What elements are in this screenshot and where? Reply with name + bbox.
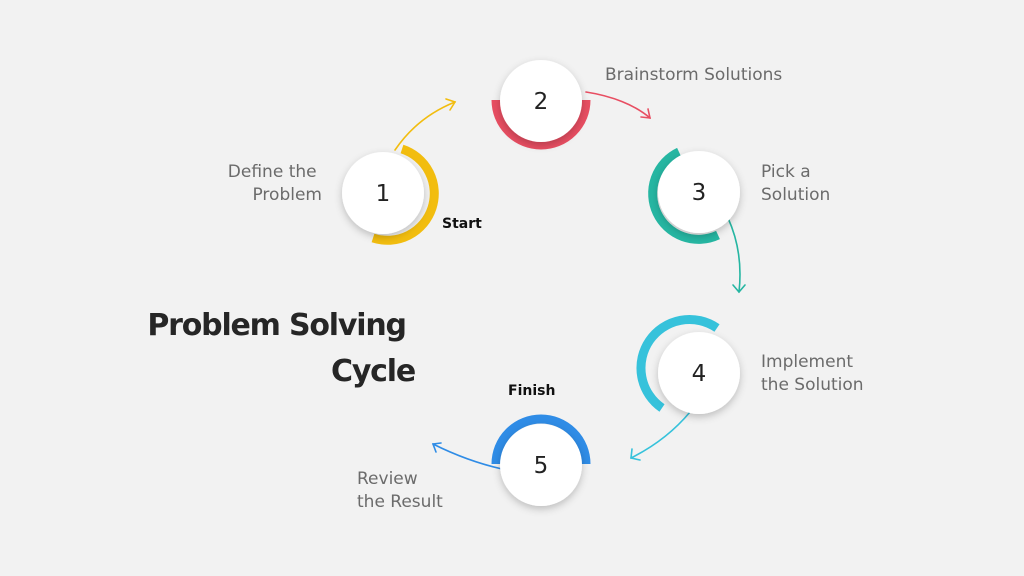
step-4: 4 (636, 314, 740, 414)
step-4-circle (658, 332, 740, 414)
start-label: Start (442, 216, 482, 232)
step-5-label-line1: Review (357, 469, 418, 489)
step-1-label: Define the Problem (228, 162, 322, 205)
step-3-label-line1: Pick a (761, 162, 811, 182)
step-2: 2 (491, 60, 591, 150)
step-3: 3 (648, 147, 740, 244)
step-4-number: 4 (692, 361, 707, 387)
step-1-label-line1: Define the (228, 162, 317, 182)
connector-4-to-5 (630, 411, 691, 461)
step-3-number: 3 (692, 180, 707, 206)
step-5-label-line2: the Result (357, 492, 443, 512)
step-5-number: 5 (534, 453, 549, 479)
connector-5-to-review (431, 442, 503, 470)
step-1-ring (371, 144, 439, 245)
step-1: 1 (342, 144, 439, 245)
step-2-label: Brainstorm Solutions (605, 65, 782, 85)
step-4-ring (636, 314, 720, 412)
step-4-label-line1: Implement (761, 352, 853, 372)
step-5: 5 (491, 414, 591, 506)
step-2-ring (491, 99, 591, 150)
step-1-circle (342, 152, 424, 234)
diagram-title-line2: Cycle (331, 354, 415, 389)
connector-2-to-3 (585, 91, 652, 119)
step-3-circle (658, 151, 740, 233)
step-1-label-line2: Problem (252, 185, 322, 205)
step-2-number: 2 (534, 89, 549, 115)
diagram-title-line1: Problem Solving (147, 308, 405, 343)
step-2-label-line1: Brainstorm Solutions (605, 65, 782, 85)
step-3-label-line2: Solution (761, 185, 830, 205)
connector-3-to-4 (727, 217, 746, 294)
step-2-circle (500, 60, 582, 142)
step-3-label: Pick a Solution (761, 162, 830, 205)
step-4-label: Implement the Solution (761, 352, 864, 395)
finish-label: Finish (508, 383, 555, 399)
step-5-label: Review the Result (357, 469, 443, 512)
step-1-number: 1 (376, 181, 391, 207)
step-3-ring (648, 147, 720, 244)
connector-1-to-2 (394, 98, 457, 151)
step-4-label-line2: the Solution (761, 375, 864, 395)
diagram-title: Problem Solving Cycle (147, 308, 415, 389)
step-5-circle (500, 424, 582, 506)
step-5-ring (491, 414, 591, 465)
